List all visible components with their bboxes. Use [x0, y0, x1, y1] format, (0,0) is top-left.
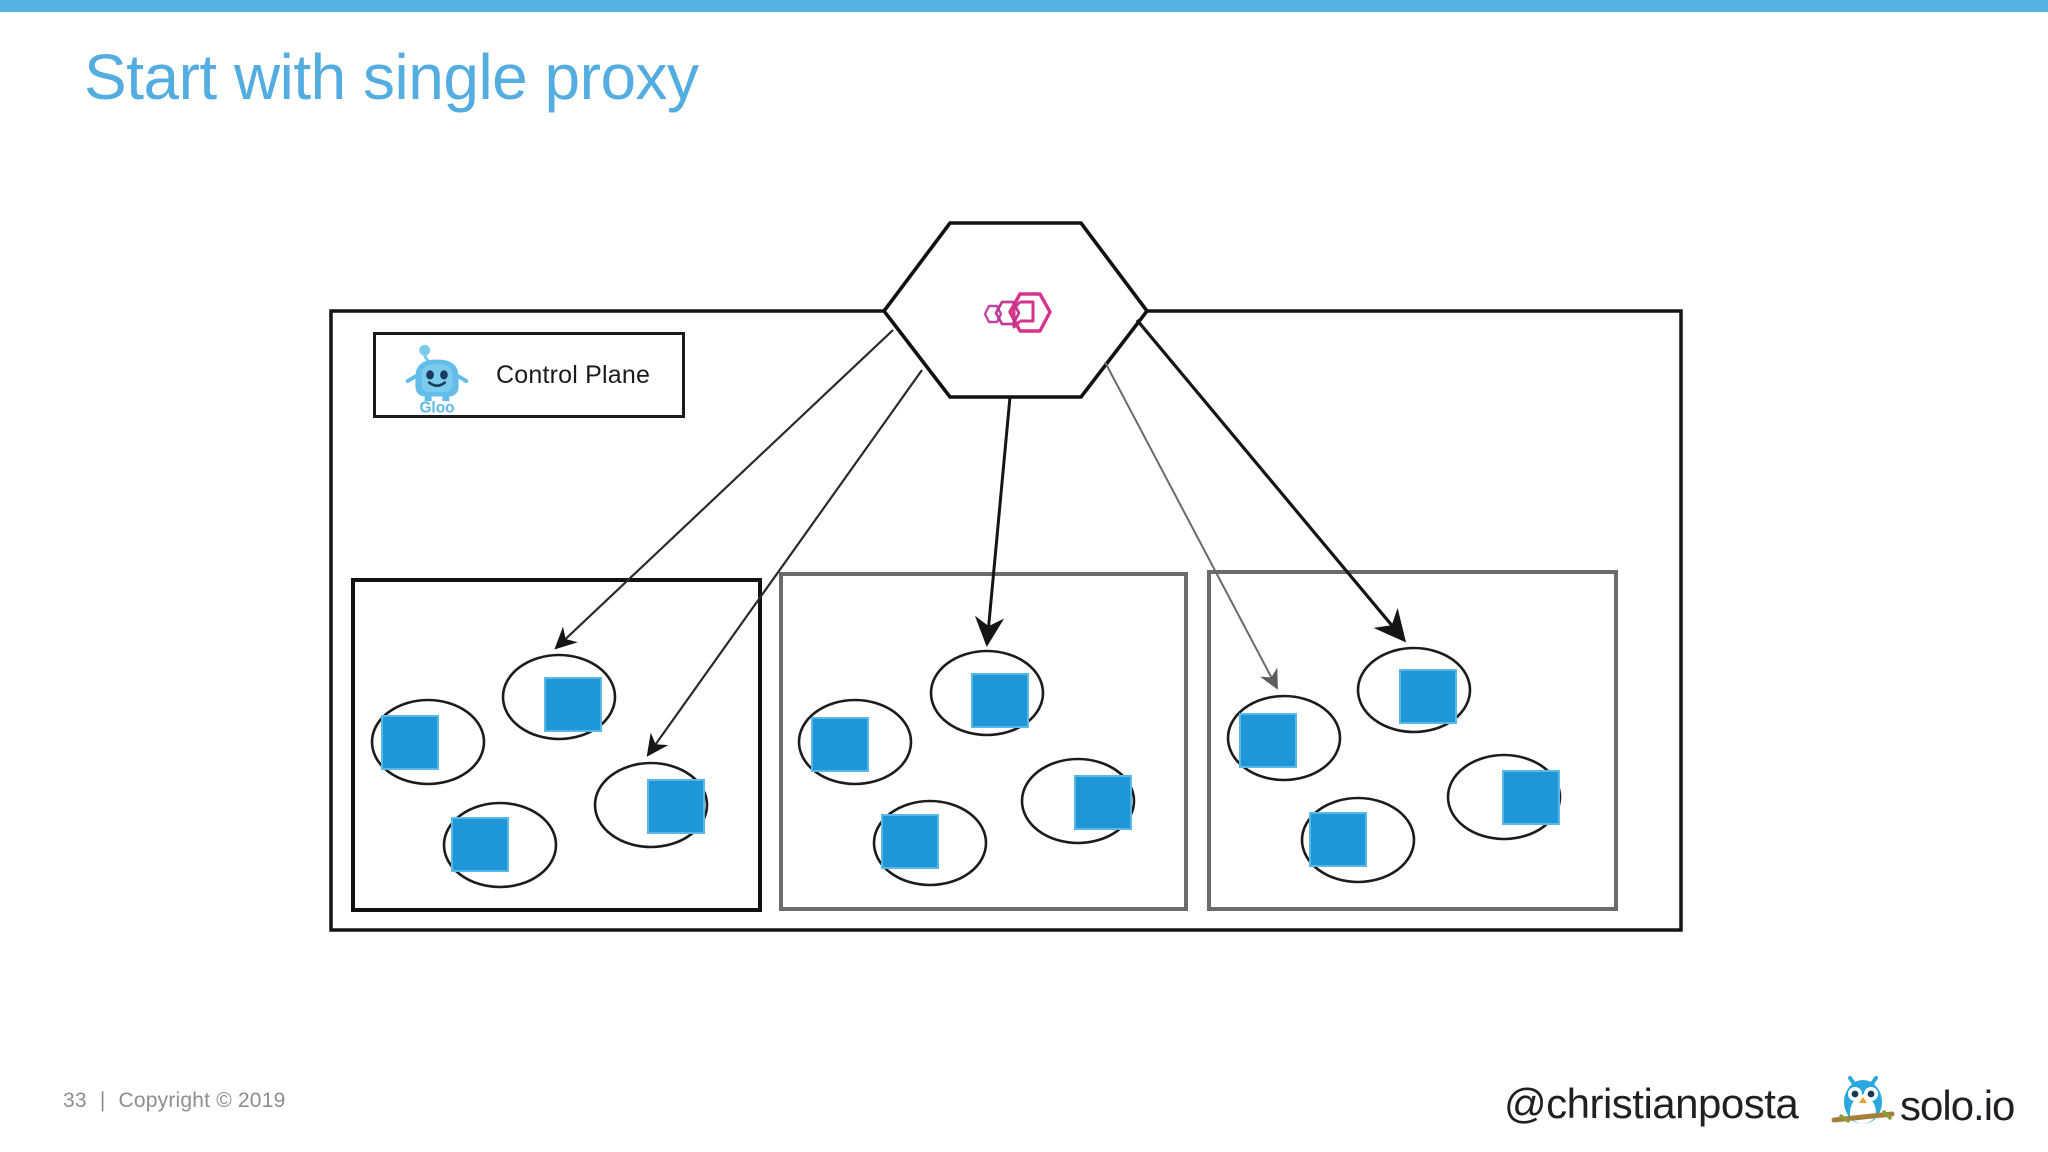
service-1-4	[442, 801, 558, 889]
service-3-4	[1300, 796, 1416, 884]
company-name: solo.io	[1900, 1082, 2015, 1129]
service-1-1	[370, 698, 486, 786]
envoy-logo	[983, 292, 1052, 333]
footer-separator: |	[99, 1089, 106, 1112]
proxy-to-service-1-3	[646, 369, 923, 757]
proxy-to-service-3-1	[1104, 361, 1278, 690]
svg-text:Gloo: Gloo	[419, 400, 454, 415]
accent-top-bar	[0, 0, 2048, 12]
service-3-2	[1356, 646, 1472, 734]
service-group-3	[1207, 570, 1618, 911]
service-1-3	[593, 761, 709, 849]
proxy-to-service-3-2	[1135, 318, 1407, 643]
proxy-node	[884, 222, 1148, 398]
service-2-1	[797, 698, 913, 786]
control-plane-label: Control Plane	[496, 360, 651, 389]
proxy-to-service-2-2	[974, 396, 1012, 647]
page-number: 33	[63, 1089, 87, 1112]
page-title: Start with single proxy	[84, 41, 699, 113]
service-group-1	[351, 578, 762, 912]
copyright-text: Copyright © 2019	[118, 1089, 286, 1112]
twitter-handle: @christianposta	[1504, 1080, 1799, 1127]
footer-left: 33 | Copyright © 2019	[63, 1089, 285, 1113]
service-3-1	[1226, 694, 1342, 782]
control-plane-box: Gloo Control Plane	[373, 332, 685, 418]
gloo-logo: Gloo	[405, 344, 469, 415]
solo-owl-logo	[1831, 1076, 1895, 1124]
service-2-3	[1020, 757, 1136, 845]
service-2-4	[872, 799, 988, 887]
service-1-2	[501, 653, 617, 741]
service-group-2	[779, 572, 1188, 911]
service-2-2	[929, 649, 1045, 737]
service-3-3	[1446, 753, 1562, 841]
